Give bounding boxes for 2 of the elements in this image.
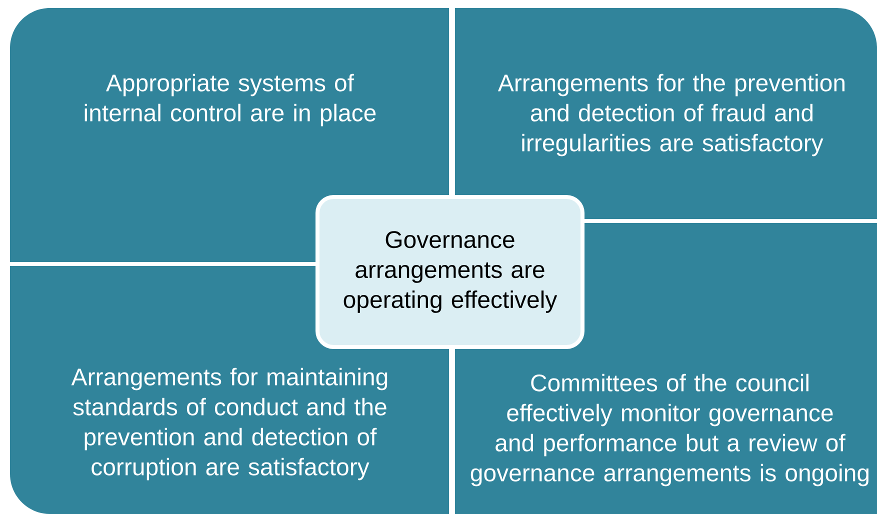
quadrant-panel: Arrangements for the prevention and detection of fraud and irregularities are satisfactory: [455, 8, 877, 219]
center-box: Governance arrangements are operating effectively: [316, 195, 584, 349]
